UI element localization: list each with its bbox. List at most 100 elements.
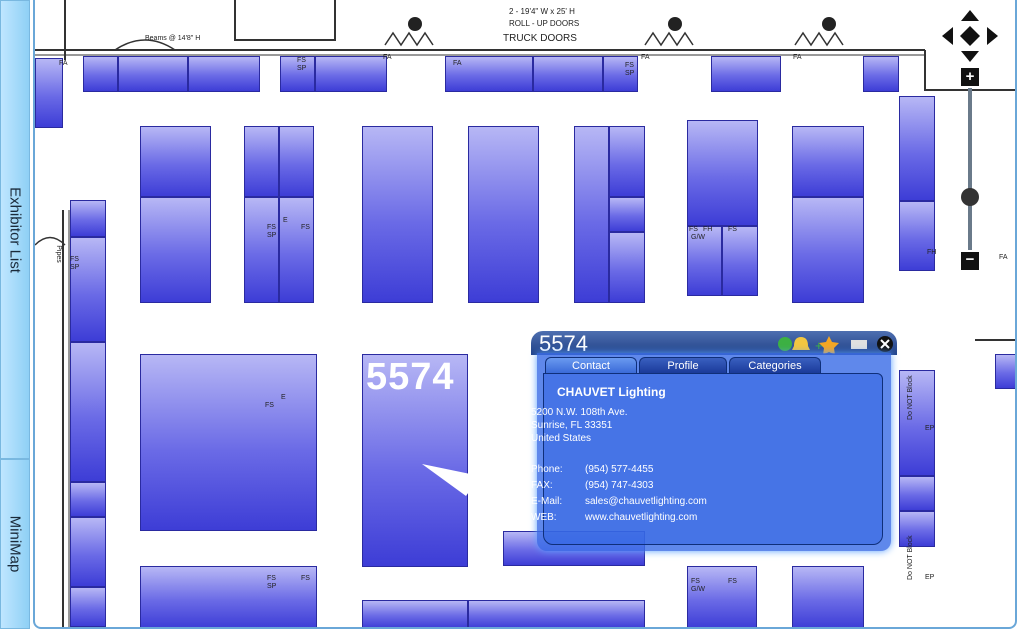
booth[interactable] xyxy=(35,58,63,128)
booth[interactable] xyxy=(362,600,468,627)
fs-label: FS xyxy=(728,226,737,233)
pan-control[interactable] xyxy=(940,8,1000,64)
booth[interactable] xyxy=(792,197,864,303)
pan-right-icon xyxy=(987,27,998,45)
exhibitor-list-label: Exhibitor List xyxy=(6,186,24,273)
sp-label: SP xyxy=(267,583,277,590)
booth[interactable] xyxy=(70,342,106,482)
booth[interactable] xyxy=(445,56,533,92)
booth[interactable] xyxy=(362,126,433,303)
booth[interactable] xyxy=(70,517,106,587)
tab-categories[interactable]: Categories xyxy=(729,357,821,373)
minimap-tab[interactable]: MiniMap xyxy=(0,459,30,629)
sp-label: SP xyxy=(625,70,635,77)
sp-label: SP xyxy=(70,264,80,271)
booth[interactable] xyxy=(315,56,387,92)
sp-label: SP xyxy=(267,232,277,239)
booth[interactable] xyxy=(70,587,106,627)
fh-label: FH xyxy=(927,249,937,256)
booth-number-large: 5574 xyxy=(366,356,455,398)
booth[interactable] xyxy=(468,126,539,303)
floor-plan-walls xyxy=(35,0,1015,627)
address-line: United States xyxy=(531,433,592,444)
booth[interactable] xyxy=(609,126,645,197)
booth[interactable] xyxy=(609,232,645,303)
zoom-out-button[interactable]: − xyxy=(961,252,979,270)
zoom-in-button[interactable]: + xyxy=(961,68,979,86)
booth-info-popup: 5574 + Contact Profile Categories xyxy=(531,331,897,551)
booth[interactable] xyxy=(899,511,935,547)
pipes-label: Pipes xyxy=(54,245,62,263)
car-icon[interactable] xyxy=(778,337,792,351)
tab-contact[interactable]: Contact xyxy=(545,357,637,373)
booth[interactable] xyxy=(83,56,118,92)
gw-label: G/W xyxy=(691,586,705,593)
fa-label: FA xyxy=(453,60,462,67)
booth[interactable] xyxy=(118,56,188,92)
booth[interactable] xyxy=(722,226,758,296)
fs-label: FS xyxy=(689,226,698,233)
do-not-block-label: Do NOT Block xyxy=(907,375,914,420)
booth[interactable] xyxy=(899,201,935,271)
bell-icon[interactable] xyxy=(792,337,810,350)
popup-header: 5574 + xyxy=(531,331,897,356)
booth[interactable] xyxy=(899,96,935,201)
fa-label: FA xyxy=(999,254,1008,261)
booth[interactable] xyxy=(711,56,781,92)
add-favorite-icon[interactable] xyxy=(819,336,839,354)
pan-center-icon xyxy=(960,26,980,46)
email-label: E-Mail: xyxy=(531,496,563,507)
booth[interactable] xyxy=(140,126,211,197)
contact-panel xyxy=(543,373,883,545)
company-name: CHAUVET Lighting xyxy=(557,385,666,399)
doors-type-label: ROLL - UP DOORS xyxy=(509,19,580,28)
booth[interactable] xyxy=(140,566,317,627)
booth[interactable] xyxy=(533,56,603,92)
do-not-block-label: Do NOT Block xyxy=(907,535,914,580)
booth[interactable] xyxy=(899,476,935,511)
booth[interactable] xyxy=(244,197,279,303)
exhibitor-list-tab[interactable]: Exhibitor List xyxy=(0,0,30,459)
print-icon[interactable] xyxy=(851,340,867,349)
booth[interactable] xyxy=(280,56,315,92)
tab-profile[interactable]: Profile xyxy=(639,357,727,373)
booth[interactable] xyxy=(609,197,645,232)
svg-text:+: + xyxy=(815,338,823,353)
booth[interactable] xyxy=(863,56,899,92)
fs-label: FS xyxy=(301,575,310,582)
floor-map[interactable]: Beams @ 14'8" H 2 - 19'4" W x 25' H ROLL… xyxy=(33,0,1017,629)
booth[interactable] xyxy=(244,126,279,197)
booth[interactable] xyxy=(468,600,645,627)
booth-5574[interactable] xyxy=(362,354,468,567)
booth[interactable] xyxy=(279,197,314,303)
fs-label: FS xyxy=(297,57,306,64)
booth[interactable] xyxy=(140,197,211,303)
doors-size-label: 2 - 19'4" W x 25' H xyxy=(509,7,575,16)
booth[interactable] xyxy=(70,237,106,342)
booth[interactable] xyxy=(279,126,314,197)
zoom-slider-handle[interactable] xyxy=(961,188,979,206)
booth[interactable] xyxy=(574,126,609,303)
booth[interactable] xyxy=(995,354,1015,389)
fs-label: FS xyxy=(267,224,276,231)
zoom-slider-track[interactable] xyxy=(968,88,972,250)
booth[interactable] xyxy=(687,120,758,226)
booth[interactable] xyxy=(140,354,317,531)
booth[interactable] xyxy=(188,56,260,92)
booth[interactable] xyxy=(792,566,864,627)
address-line: Sunrise, FL 33351 xyxy=(531,420,613,431)
booth[interactable] xyxy=(687,226,722,296)
ep-label: EP xyxy=(925,574,935,581)
email-link[interactable]: sales@chauvetlighting.com xyxy=(585,496,707,507)
booth[interactable] xyxy=(70,482,106,517)
booth[interactable] xyxy=(603,56,638,92)
booth[interactable] xyxy=(792,126,864,197)
web-label: WEB: xyxy=(531,512,557,523)
fs-label: FS xyxy=(70,256,79,263)
fs-label: FS xyxy=(625,62,634,69)
booth[interactable] xyxy=(899,370,935,476)
web-link[interactable]: www.chauvetlighting.com xyxy=(585,512,698,523)
booth[interactable] xyxy=(687,566,757,627)
booth[interactable] xyxy=(70,200,106,237)
e-label: E xyxy=(283,217,288,224)
